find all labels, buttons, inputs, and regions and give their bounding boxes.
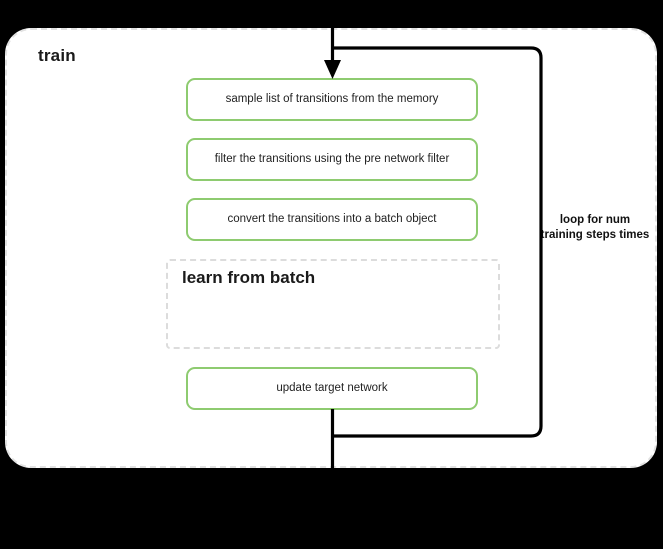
step-box-filter[interactable]: filter the transitions using the pre net…	[186, 138, 478, 181]
step-label-update-target-network: update target network	[276, 381, 388, 394]
step-box-convert[interactable]: convert the transitions into a batch obj…	[186, 198, 478, 241]
train-scope-title: train	[38, 46, 76, 65]
step-label-filter: filter the transitions using the pre net…	[214, 152, 450, 165]
learn-from-batch-title: learn from batch	[182, 268, 316, 287]
learn-from-batch-group: learn from batch	[166, 259, 500, 349]
step-box-update-target-network[interactable]: update target network	[186, 367, 478, 410]
step-box-sample[interactable]: sample list of transitions from the memo…	[186, 78, 478, 121]
step-label-sample: sample list of transitions from the memo…	[225, 92, 439, 105]
loop-annotation-label: loop for num training steps times	[540, 214, 650, 241]
step-label-convert: convert the transitions into a batch obj…	[227, 212, 437, 225]
